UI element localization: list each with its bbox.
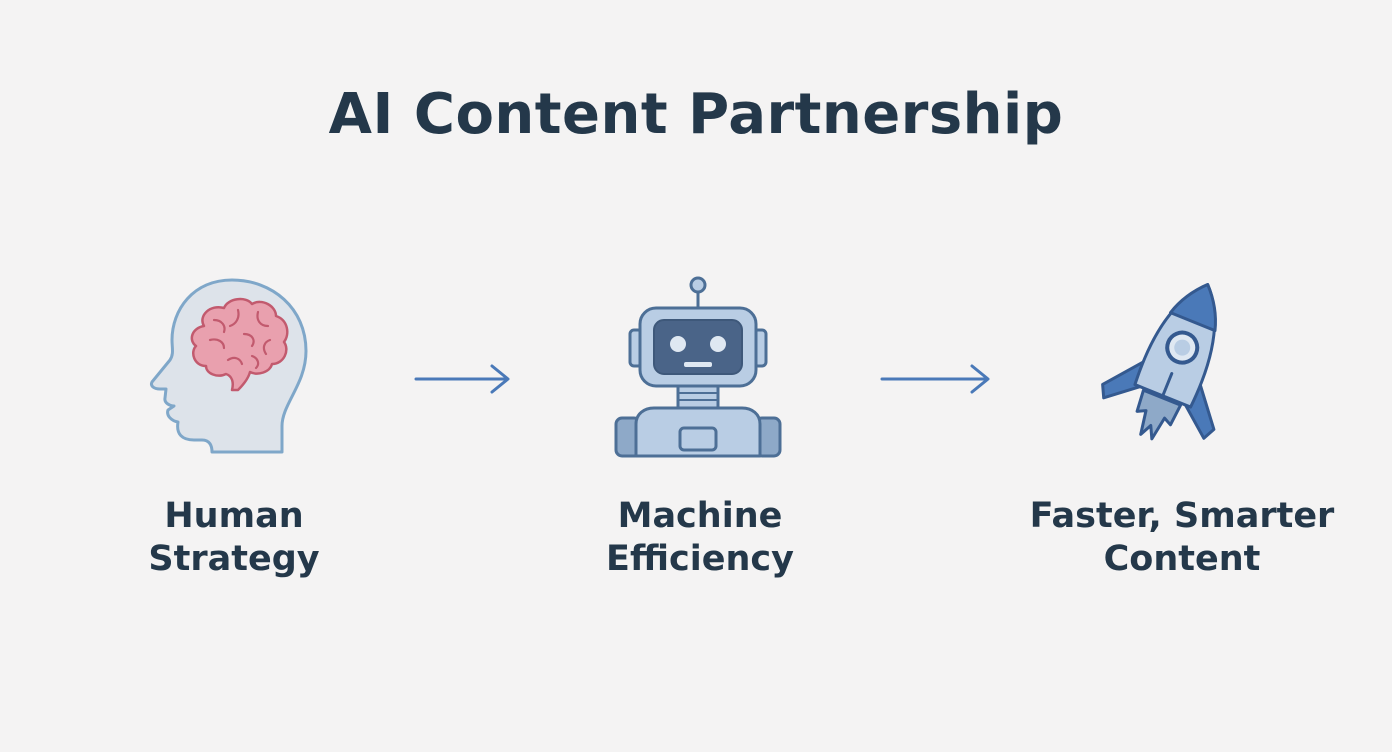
arrow-right-icon [414, 364, 510, 394]
step-label-line: Content [1103, 539, 1261, 579]
robot-icon [614, 276, 782, 458]
rocket-icon [1101, 283, 1217, 441]
step-label-line: Human [164, 496, 304, 536]
arrow-right-icon [880, 364, 990, 394]
step-label-line: Efficiency [606, 539, 794, 579]
step-label-human-strategy: Human Strategy [64, 495, 404, 581]
step-label-line: Faster, Smarter [1029, 496, 1335, 536]
human-head-brain-icon [150, 278, 308, 454]
diagram-title: AI Content Partnership [328, 82, 1064, 147]
step-label-line: Machine [617, 496, 783, 536]
step-label-line: Strategy [148, 539, 320, 579]
step-label-faster-smarter-content: Faster, Smarter Content [1012, 495, 1352, 581]
step-label-machine-efficiency: Machine Efficiency [530, 495, 870, 581]
